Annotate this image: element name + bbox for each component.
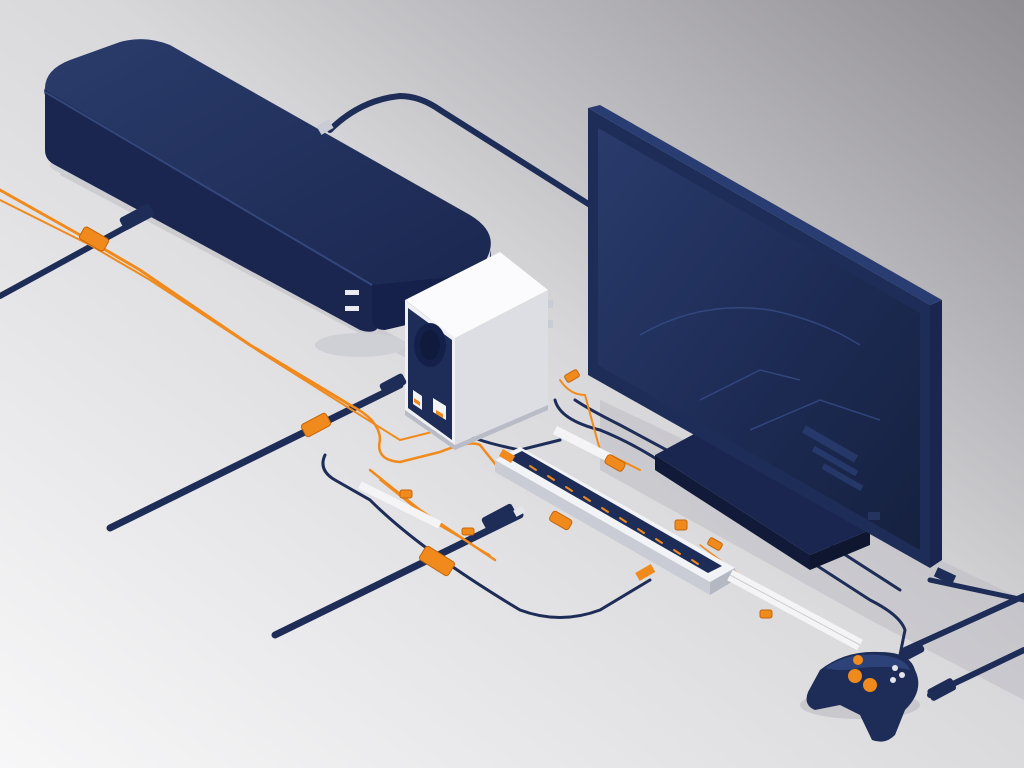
cable-ties	[78, 226, 773, 619]
game-controller	[800, 651, 920, 742]
monitor	[588, 105, 942, 570]
monitor-screen	[598, 128, 920, 550]
navy-cables	[0, 92, 1024, 698]
cable-plugs	[119, 203, 957, 701]
power-strip	[495, 447, 735, 595]
subwoofer-speaker	[405, 252, 553, 450]
